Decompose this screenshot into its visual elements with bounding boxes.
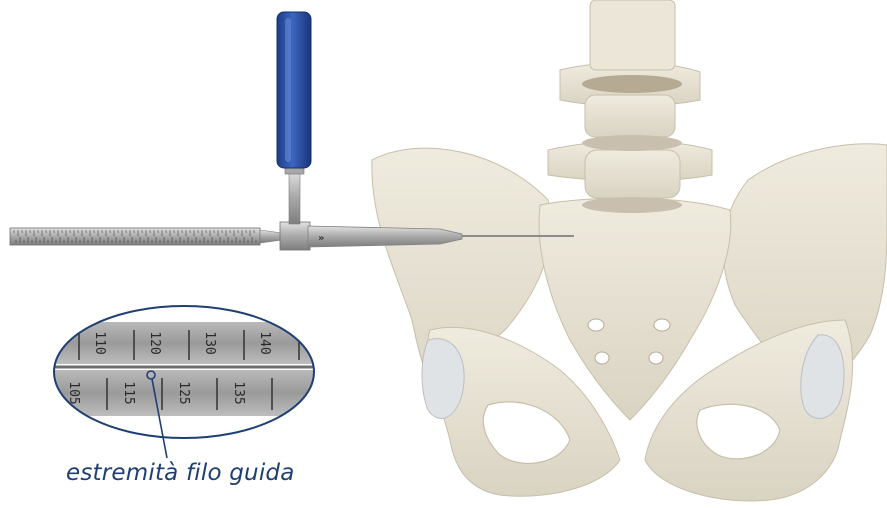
scale-label-140: 140: [257, 331, 272, 354]
handle-shaft: [289, 170, 300, 224]
blue-handle-highlight: [285, 18, 291, 162]
caption: estremità filo guida: [66, 460, 295, 486]
instrument-sleeve: [308, 226, 462, 247]
graduated-rod: [10, 228, 260, 245]
scale-label-110: 110: [92, 331, 107, 354]
scale-label-135: 135: [231, 381, 246, 404]
rod-neck: [260, 230, 282, 243]
scale-label-125: 125: [176, 381, 191, 404]
instrument-body: [280, 222, 310, 250]
scale-label-120: 120: [147, 331, 162, 354]
spine-top: [590, 0, 675, 70]
blue-handle: [277, 12, 311, 168]
scale-label-115: 115: [121, 381, 136, 404]
direction-arrows: »: [318, 233, 324, 244]
vertebra-l5-body: [585, 150, 680, 198]
zoom-callout: 110 120 130 140 105 115 125 135: [50, 300, 320, 458]
vertebra-l4-body: [585, 95, 675, 137]
scale-label-130: 130: [202, 331, 217, 354]
